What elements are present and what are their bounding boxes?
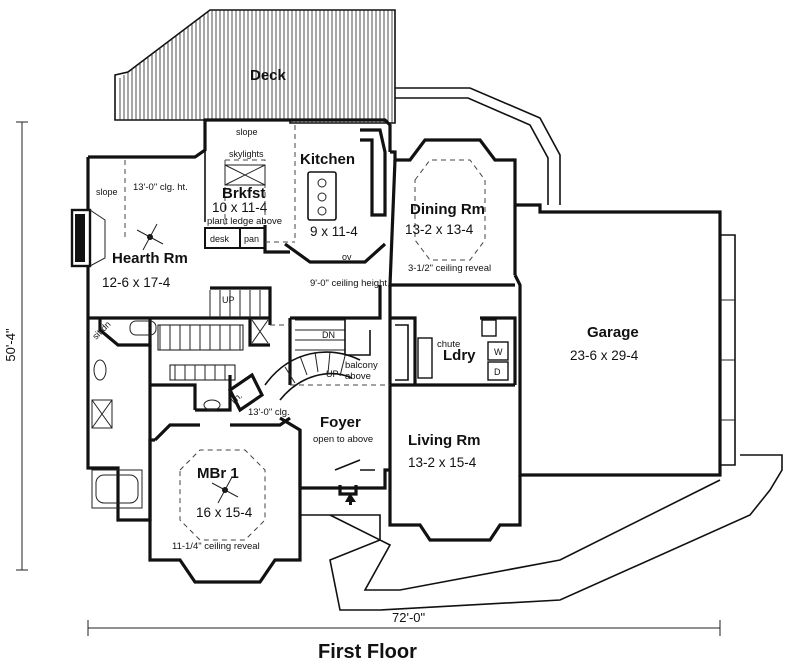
brkfst-size: 10 x 11-4	[212, 200, 268, 215]
desk-label: desk	[210, 234, 230, 244]
stair-curved-up-label: UP	[326, 369, 339, 379]
kitchen-name: Kitchen	[300, 151, 355, 168]
entry-arrow-icon	[345, 493, 356, 505]
foyer-name: Foyer	[320, 414, 361, 431]
labels: slope skylights Brkfst 10 x 11-4 plant l…	[3, 127, 639, 663]
living-name: Living Rm	[408, 432, 481, 449]
oven-label: ov	[342, 252, 352, 262]
skylight-icon	[224, 164, 266, 186]
pantry-label: pan	[244, 234, 259, 244]
kitchen-ceiling-label: 9'-0" ceiling height	[310, 278, 387, 289]
kitchen-size: 9 x 11-4	[310, 224, 358, 239]
ceiling-fan-icon	[136, 223, 239, 504]
dining-size: 13-2 x 13-4	[405, 222, 474, 237]
foyer-note: open to above	[313, 434, 373, 445]
overall-dimensions	[16, 121, 721, 636]
hearth-ceiling-label: 13'-0" clg. ht.	[133, 182, 188, 193]
stair-down-label: DN	[322, 330, 335, 340]
garage-size: 23-6 x 29-4	[570, 348, 639, 363]
master-size: 16 x 15-4	[196, 505, 253, 520]
chute-label: chute	[437, 339, 460, 350]
brkfst-name: Brkfst	[222, 185, 265, 202]
dining-reveal-label: 3-1/2" ceiling reveal	[408, 263, 491, 274]
living-size: 13-2 x 15-4	[408, 455, 477, 470]
master-reveal-label: 11-1/4" ceiling reveal	[172, 541, 260, 552]
deck-label: Deck	[250, 67, 287, 84]
overall-depth-label: 50'-4"	[3, 328, 18, 362]
overall-width-label: 72'-0"	[392, 610, 426, 625]
dashed-lines	[124, 125, 486, 541]
brkfst-slope-label: slope	[236, 127, 258, 137]
plan-title: First Floor	[318, 641, 417, 663]
skylights-label: skylights	[229, 149, 264, 159]
walkway	[299, 87, 783, 611]
foyer-ceiling-label: 13'-0" clg.	[248, 407, 290, 418]
garage-name: Garage	[587, 324, 639, 341]
hearth-name: Hearth Rm	[112, 250, 188, 267]
hearth-size: 12-6 x 17-4	[102, 275, 171, 290]
garage-doors	[720, 234, 736, 466]
hearth-slope-label: slope	[96, 187, 118, 197]
washer-label: W	[494, 347, 503, 357]
dryer-label: D	[494, 367, 501, 377]
dining-name: Dining Rm	[410, 201, 485, 218]
plant-ledge-label: plant ledge above	[207, 216, 282, 227]
stair-up-label: UP	[222, 295, 235, 305]
deck: Deck	[114, 9, 396, 124]
master-name: MBr 1	[197, 465, 239, 482]
interior-walls	[88, 128, 517, 509]
laundry-name: Ldry	[443, 347, 476, 364]
exterior-walls	[70, 118, 722, 584]
